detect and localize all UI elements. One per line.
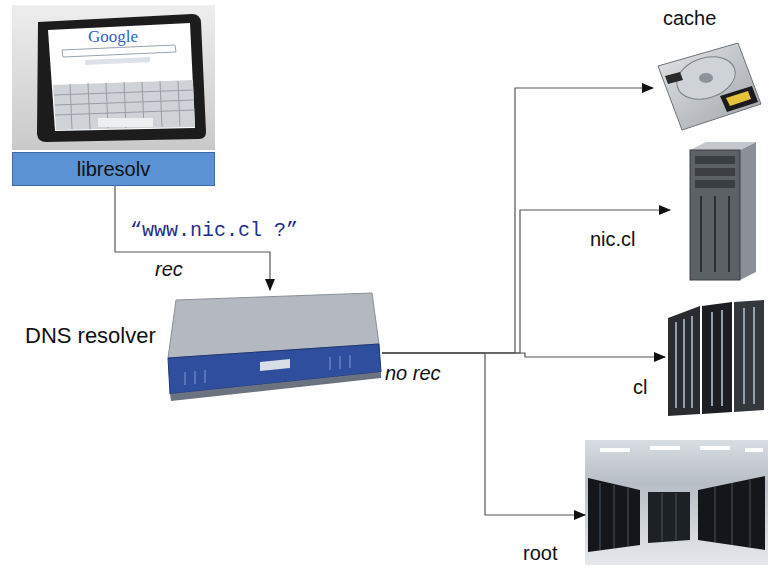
cache-disk: cache <box>653 40 763 132</box>
connector-arrow <box>382 88 653 353</box>
node-label: nic.cl <box>590 228 636 251</box>
node-label: cl <box>633 376 647 399</box>
cl-servers: cl <box>665 300 766 418</box>
datacenter-picture <box>585 440 768 565</box>
tablet-picture <box>12 5 215 150</box>
resolver-server: DNS resolver <box>160 290 382 420</box>
tower-server-picture <box>690 142 756 280</box>
connector-arrow <box>382 353 585 515</box>
rack-picture <box>668 300 764 416</box>
node-label: cache <box>663 7 716 30</box>
root-servers: root <box>585 440 768 565</box>
connector-arrow <box>382 210 670 353</box>
query-text: “www.nic.cl ?” <box>130 219 298 242</box>
node-label: root <box>523 542 557 565</box>
logo-text: Google <box>88 27 138 47</box>
nic-server: nic.cl <box>670 140 760 285</box>
mode-label: no rec <box>385 362 441 385</box>
edge-label: rec <box>155 258 183 281</box>
server-picture <box>168 293 381 401</box>
node-label: DNS resolver <box>25 323 156 349</box>
library-bar: libresolv <box>12 152 215 186</box>
node-label: libresolv <box>77 158 150 181</box>
hard-disk-picture <box>658 43 761 130</box>
